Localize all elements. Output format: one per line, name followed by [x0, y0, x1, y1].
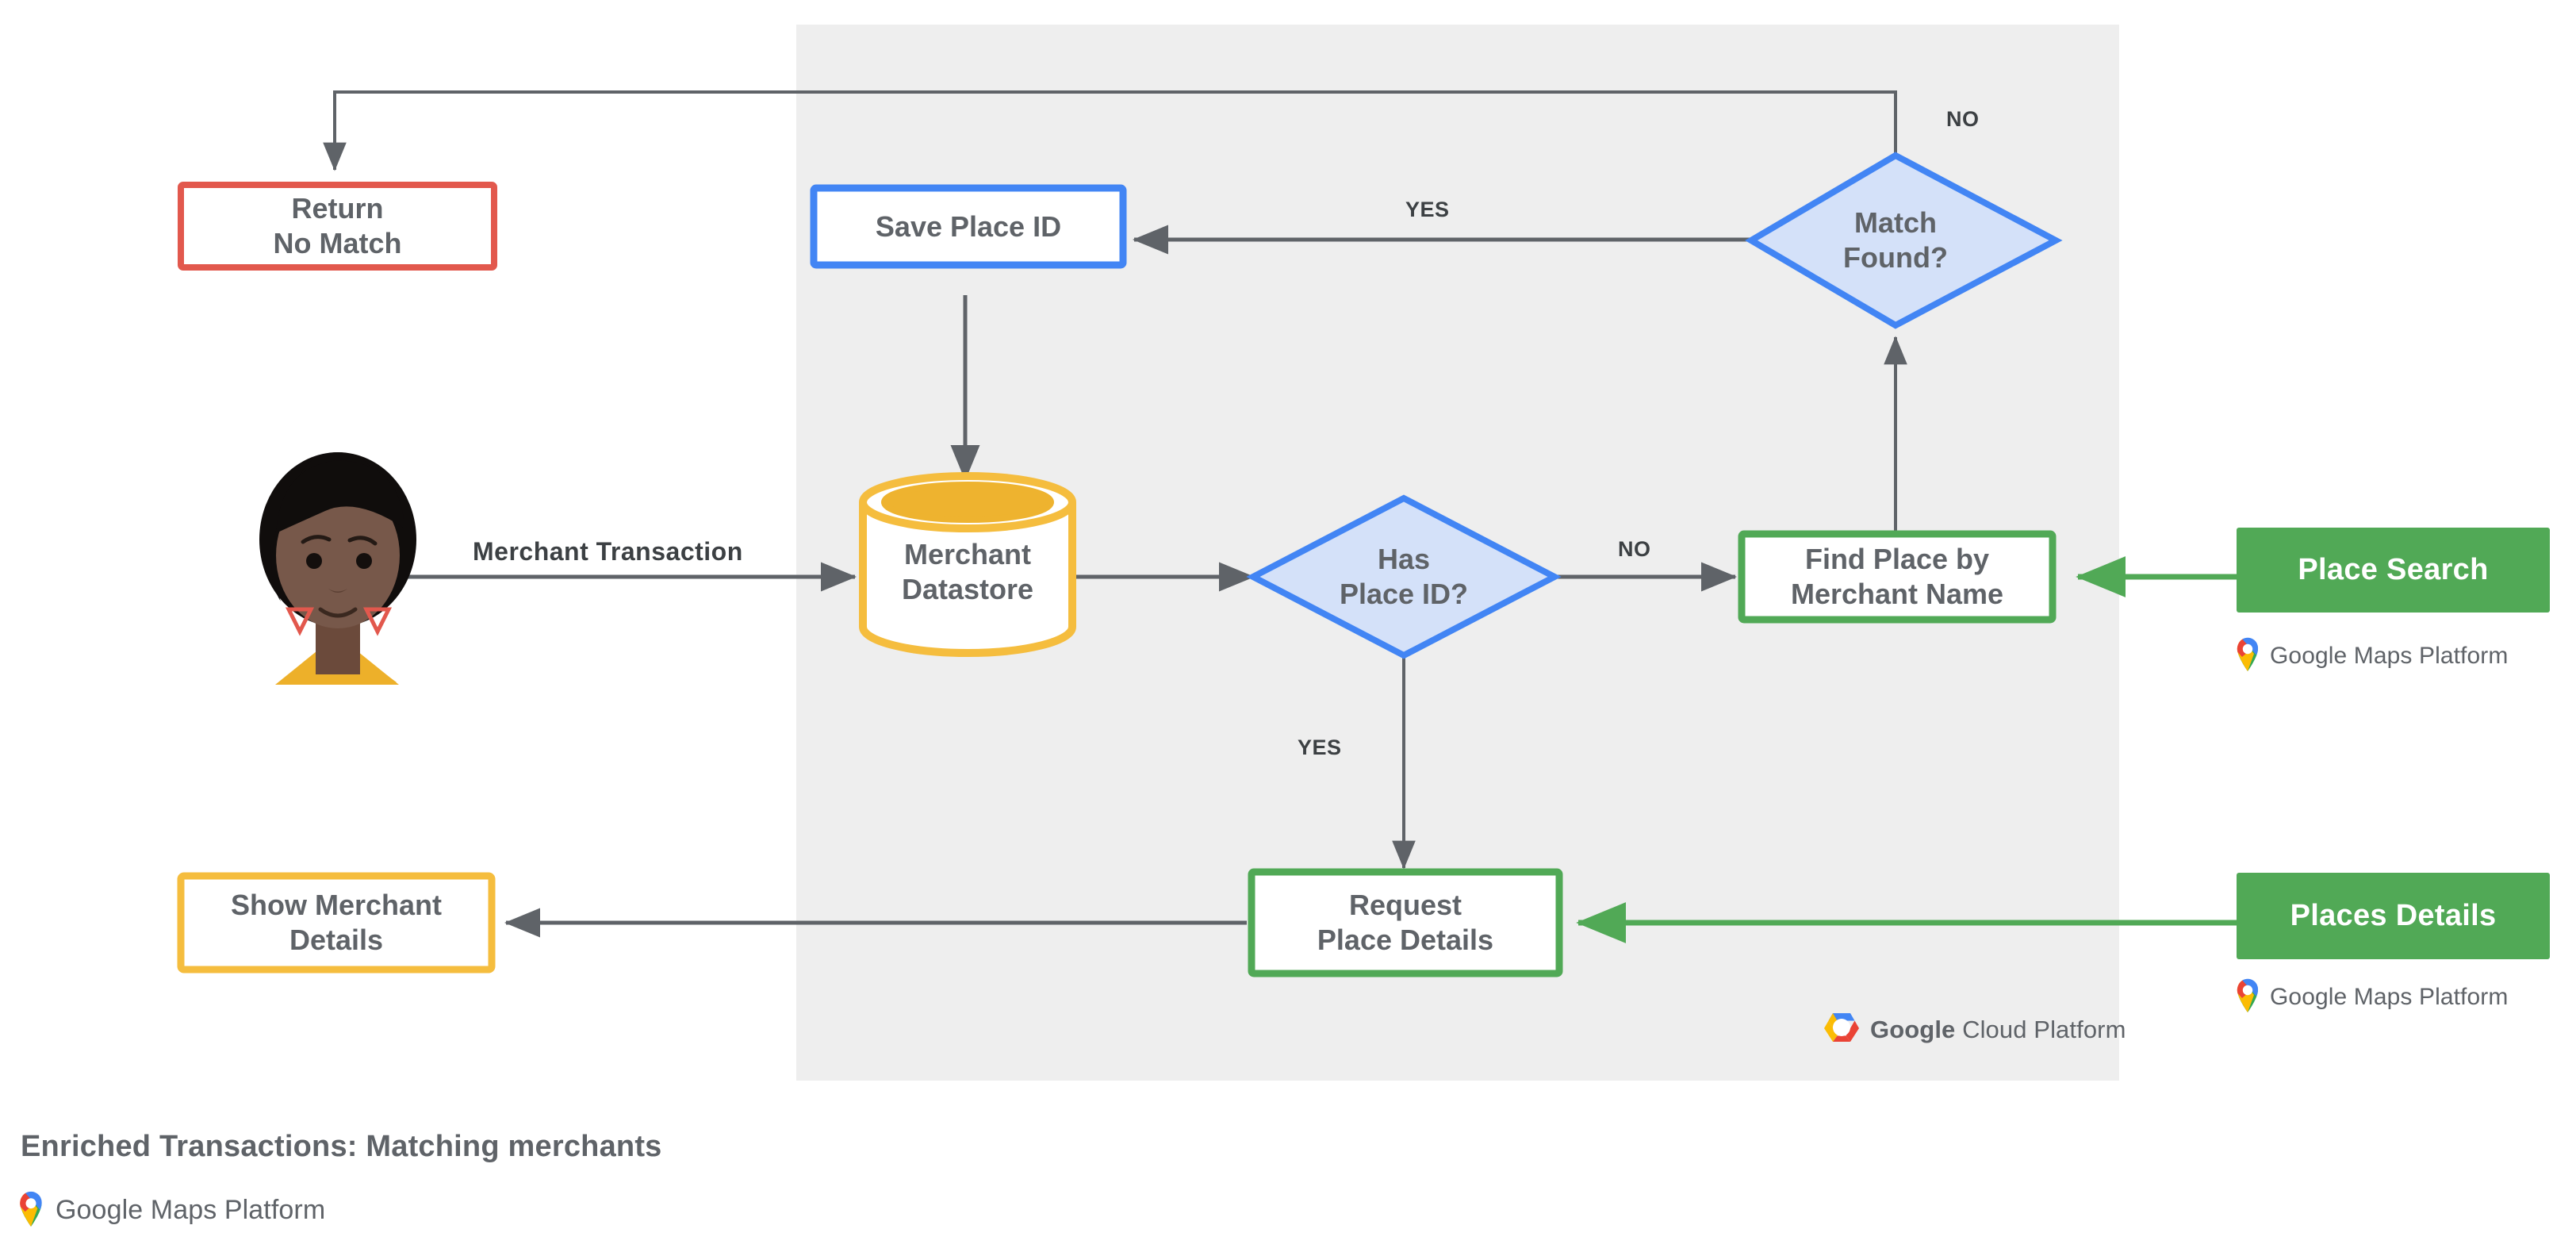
node-place-search[interactable] — [2237, 528, 2550, 613]
node-find-place-by-merchant-name[interactable] — [1738, 530, 2057, 624]
node-place-search-label: Place Search — [2298, 553, 2489, 586]
google-cloud-platform-logo: Google Cloud Platform — [1824, 1012, 2126, 1047]
edge-label-no-match-found: NO — [1946, 107, 1980, 131]
node-request-place-details[interactable] — [1248, 868, 1563, 977]
maps-platform-wordmark: Google Maps Platform — [56, 1195, 326, 1225]
maps-platform-wordmark: Google Maps Platform — [2270, 642, 2509, 669]
google-maps-pin-icon — [2235, 636, 2260, 675]
node-merchant-datastore[interactable] — [859, 472, 1076, 657]
maps-platform-logo-footer: Google Maps Platform — [17, 1190, 325, 1231]
google-maps-pin-icon — [2235, 977, 2260, 1016]
google-cloud-wordmark-brand: Google — [1870, 1015, 1956, 1043]
node-places-details-label: Places Details — [2290, 899, 2497, 932]
node-return-no-match[interactable] — [178, 182, 497, 271]
node-show-merchant-details[interactable] — [177, 872, 496, 974]
node-match-found[interactable] — [1745, 152, 2063, 329]
diagram-caption: Enriched Transactions: Matching merchant… — [21, 1130, 662, 1163]
maps-platform-wordmark: Google Maps Platform — [2270, 983, 2509, 1010]
node-has-place-id[interactable] — [1246, 494, 1562, 659]
edge-label-no-has-place-id: NO — [1618, 537, 1651, 561]
google-cloud-wordmark-rest: Cloud Platform — [1955, 1015, 2126, 1043]
google-cloud-wordmark: Google Cloud Platform — [1870, 1016, 2126, 1044]
node-save-place-id[interactable] — [810, 184, 1127, 269]
maps-platform-logo-place-search: Google Maps Platform — [2235, 636, 2508, 675]
customer-avatar — [259, 452, 416, 685]
edge-no-match-found — [323, 90, 1897, 171]
edge-label-yes-has-place-id: YES — [1298, 735, 1342, 759]
google-maps-pin-icon — [17, 1190, 44, 1231]
edge-label-yes-match-found: YES — [1405, 198, 1450, 221]
edge-label-merchant-transaction: Merchant Transaction — [473, 537, 743, 566]
google-cloud-hexagon-icon — [1824, 1012, 1859, 1047]
maps-platform-logo-places-details: Google Maps Platform — [2235, 977, 2508, 1016]
node-places-details[interactable] — [2237, 873, 2550, 959]
